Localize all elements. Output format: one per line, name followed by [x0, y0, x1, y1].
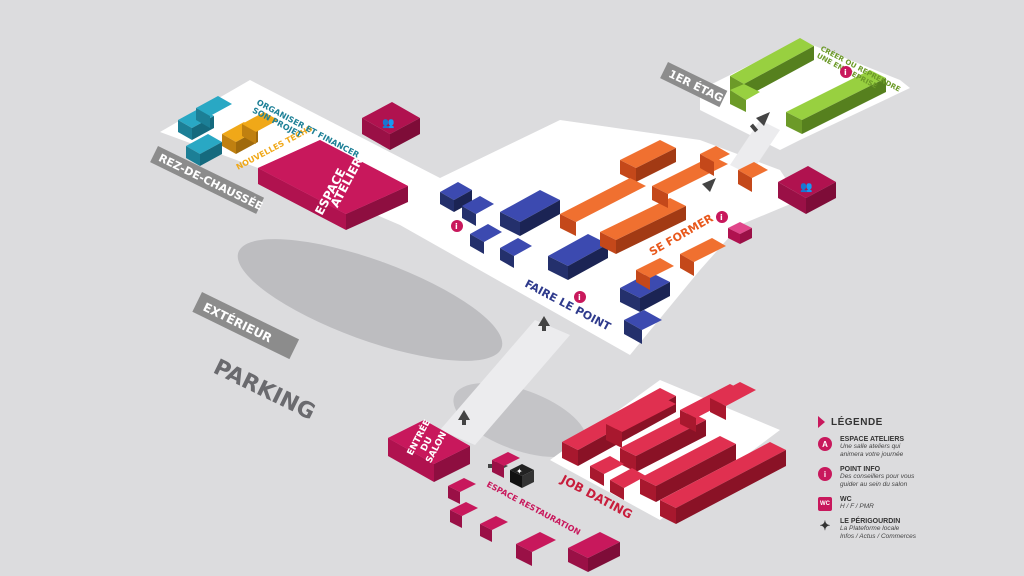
- parking-label: PARKING: [209, 355, 319, 426]
- wc-icon: 👥: [382, 118, 394, 129]
- small-pink-box: [728, 222, 752, 244]
- arrow-icon: [702, 178, 716, 192]
- legend-item-espace-ateliers: A ESPACE ATELIERS Une salle ateliers qui…: [818, 436, 1018, 459]
- legend-item-name: POINT INFO: [840, 466, 881, 473]
- faire-le-point-stands: [440, 182, 670, 344]
- letter-a-icon: A: [818, 437, 832, 451]
- svg-text:i: i: [720, 213, 723, 222]
- legend-item-name: WC: [840, 496, 852, 503]
- legend-item-wc: WC WC H / F / PMR: [818, 496, 1018, 511]
- stairs-walkway: [730, 120, 780, 175]
- legend: LÉGENDE A ESPACE ATELIERS Une salle atel…: [818, 416, 1018, 548]
- svg-text:i: i: [455, 222, 458, 231]
- legend-item-desc: H / F / PMR: [840, 503, 874, 510]
- svg-text:i: i: [578, 293, 581, 302]
- parking-shadow: [237, 239, 503, 361]
- legend-item-desc: guider au sein du salon: [840, 481, 908, 488]
- arrow-icon: [749, 112, 770, 133]
- nouvelles-techs-stands: [222, 112, 278, 154]
- legend-item-desc: Une salle ateliers qui: [840, 443, 901, 450]
- legend-item-name: LE PÉRIGOURDIN: [840, 518, 901, 525]
- legend-item-point-info: i POINT INFO Des conseillers pour vous g…: [818, 466, 1018, 489]
- job-dating-stands: [562, 382, 786, 524]
- info-point: i: [716, 211, 728, 223]
- svg-text:i: i: [844, 68, 847, 77]
- arrow-icon: [458, 410, 470, 425]
- legend-item-desc: animera votre journée: [840, 451, 904, 458]
- wc-icon: 👥: [800, 182, 812, 193]
- le-perigourdin-icon: ✦: [819, 518, 831, 533]
- arrow-icon: [538, 316, 550, 331]
- legend-title-row: LÉGENDE: [818, 416, 1018, 428]
- info-point: i: [574, 291, 586, 303]
- legend-item-desc: La Plateforme locale: [840, 525, 900, 532]
- wc-block-right: 👥: [778, 166, 836, 214]
- chevron-right-icon: [818, 416, 825, 428]
- legend-item-le-perigourdin: ✦ LE PÉRIGOURDIN La Plateforme locale In…: [818, 518, 1018, 541]
- le-perigourdin-icon: ✦: [516, 467, 523, 476]
- info-icon: i: [818, 467, 832, 481]
- cyan-stands: [178, 96, 232, 166]
- walkway: [440, 320, 570, 445]
- legend-item-desc: Des conseillers pour vous: [840, 473, 915, 480]
- legend-title: LÉGENDE: [831, 416, 883, 428]
- se-former-stands: [560, 140, 768, 290]
- espace-restauration-blocks: ✦: [448, 452, 620, 572]
- legend-item-desc: Infos / Actus / Commerces: [840, 533, 916, 540]
- espace-ateliers-block: ESPACE ATELIERS: [258, 140, 408, 230]
- creer-entreprise-stands: [730, 38, 886, 134]
- info-point: i: [451, 220, 463, 232]
- wc-icon: WC: [818, 497, 832, 511]
- legend-item-name: ESPACE ATELIERS: [840, 436, 905, 443]
- wc-block-ground: 👥: [362, 102, 420, 150]
- entree-du-salon-block: ENTRÉE DU SALON: [388, 417, 470, 482]
- info-point: i: [840, 66, 852, 78]
